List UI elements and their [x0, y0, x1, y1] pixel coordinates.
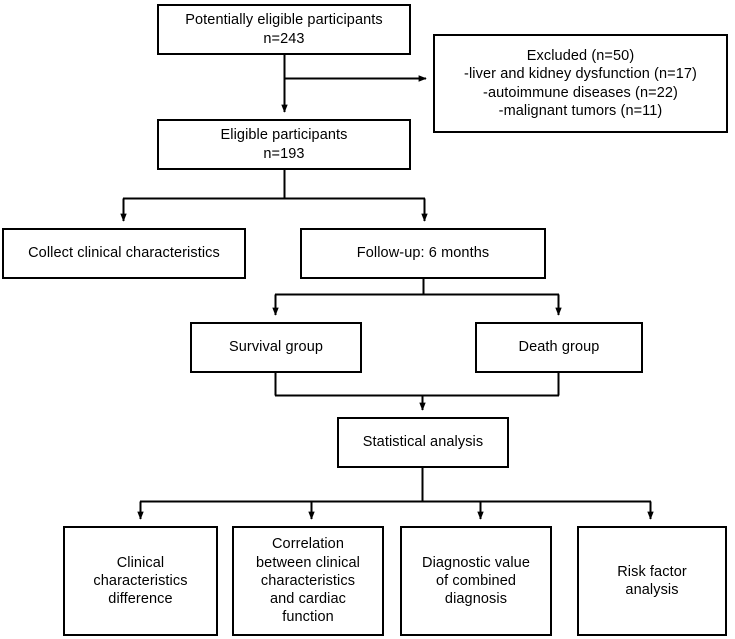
node-excluded: Excluded (n=50) -liver and kidney dysfun… — [433, 34, 728, 133]
node-survival-group: Survival group — [190, 322, 362, 373]
node-outcome-4-label: Risk factor analysis — [617, 563, 687, 598]
node-outcome-correlation-clinical-cardiac: Correlation between clinical characteris… — [232, 526, 384, 636]
node-death-group-label: Death group — [518, 339, 600, 356]
node-outcome-3-label: Diagnostic value of combined diagnosis — [422, 554, 530, 608]
node-potentially-eligible-label: Potentially eligible participants n=243 — [185, 12, 383, 47]
node-excluded-label: Excluded (n=50) -liver and kidney dysfun… — [464, 47, 697, 119]
node-follow-up-label: Follow-up: 6 months — [356, 245, 490, 262]
node-survival-group-label: Survival group — [228, 339, 324, 356]
node-outcome-1-label: Clinical characteristics difference — [93, 554, 188, 608]
node-death-group: Death group — [475, 322, 643, 373]
node-outcome-clinical-characteristics-difference: Clinical characteristics difference — [63, 526, 218, 636]
node-outcome-2-label: Correlation between clinical characteris… — [256, 536, 360, 626]
node-potentially-eligible-participants: Potentially eligible participants n=243 — [157, 4, 411, 55]
node-statistical-analysis-label: Statistical analysis — [362, 434, 484, 451]
node-collect-clinical-characteristics: Collect clinical characteristics — [2, 228, 246, 279]
node-outcome-diagnostic-value-combined-diagnosis: Diagnostic value of combined diagnosis — [400, 526, 552, 636]
node-statistical-analysis: Statistical analysis — [337, 417, 509, 468]
node-follow-up: Follow-up: 6 months — [300, 228, 546, 279]
node-outcome-risk-factor-analysis: Risk factor analysis — [577, 526, 727, 636]
node-eligible-participants: Eligible participants n=193 — [157, 119, 411, 170]
node-eligible-label: Eligible participants n=193 — [220, 127, 348, 162]
node-collect-clinical-label: Collect clinical characteristics — [28, 245, 220, 262]
